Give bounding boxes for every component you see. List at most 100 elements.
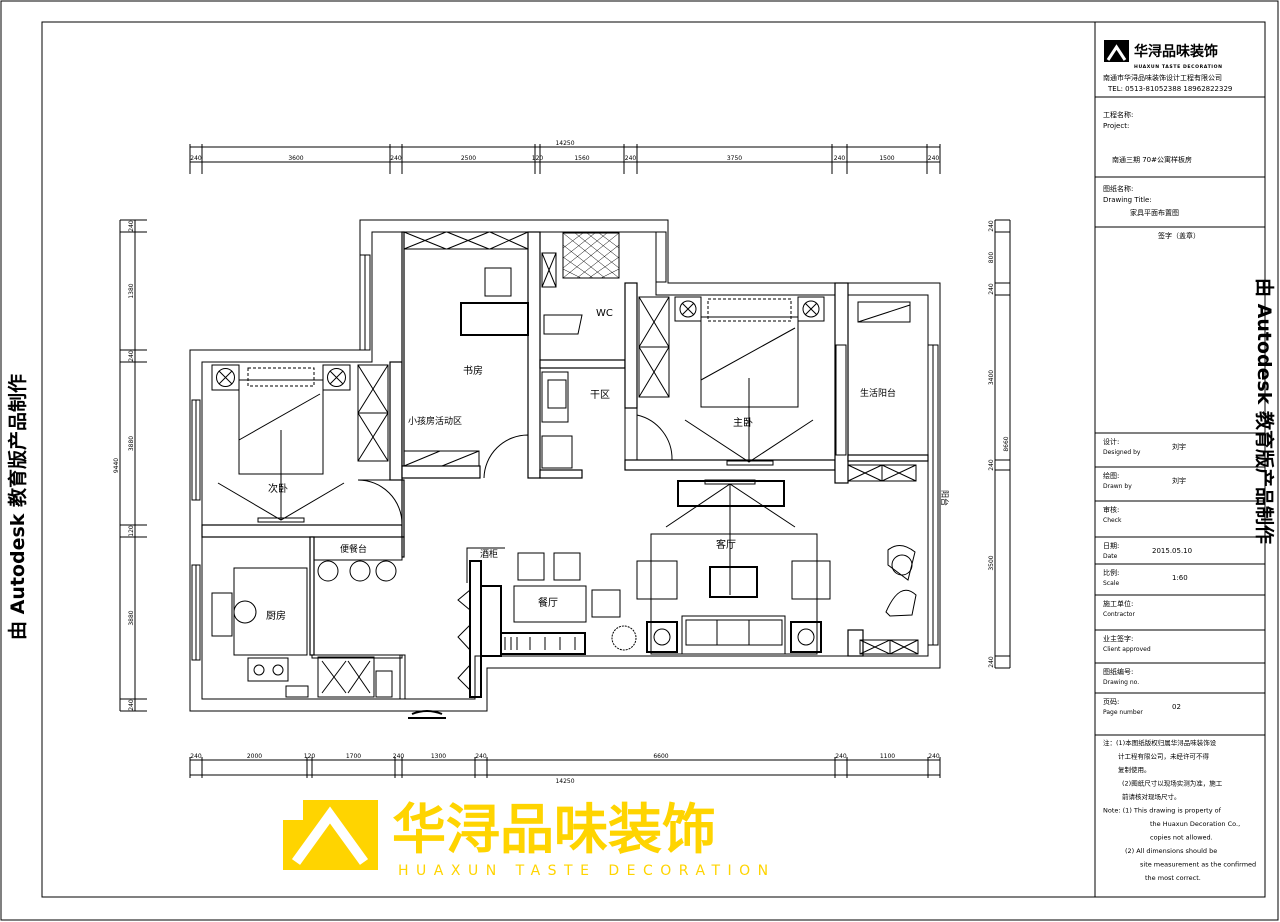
note-line: the Huaxun Decoration Co.,	[1150, 820, 1240, 828]
note-line: copies not allowed.	[1150, 834, 1213, 842]
label-wc: WC	[596, 308, 613, 319]
dimension-label: 1300	[431, 753, 446, 760]
round-side-table	[891, 554, 913, 576]
side-table-lamp	[646, 621, 678, 653]
label-dry-area: 干区	[590, 389, 610, 401]
dimension-label: 240	[190, 155, 202, 162]
dining-table	[513, 585, 587, 623]
interior-wall-outline	[201, 231, 929, 700]
row-label-cn: 施工单位:	[1103, 599, 1133, 608]
partition-walls	[201, 231, 929, 700]
label-study: 书房	[463, 364, 483, 377]
dining-chair	[553, 552, 581, 581]
label-utility-balcony: 生活阳台	[860, 387, 896, 399]
row-value: 刘宇	[1172, 476, 1186, 485]
dimension-label: 240	[128, 220, 135, 232]
row-label-cn: 设计:	[1103, 437, 1119, 446]
row-label-cn: 页码:	[1103, 698, 1119, 706]
room-labels: 书房 小孩房活动区 WC 干区 次卧 主卧 生活阳台 阳台 客厅 餐厅 厨房 便…	[266, 308, 950, 622]
label-bar-counter: 便餐台	[340, 543, 367, 555]
dimension-label: 240	[988, 656, 995, 668]
dimension-label: 240	[928, 753, 940, 760]
row-label-en: Date	[1103, 553, 1118, 560]
dimension-label: 3600	[288, 155, 303, 162]
title-block-logo: 华浔品味装饰 HUAXUN TASTE DECORATION	[1104, 40, 1223, 70]
dimension-total-label: 8660	[1003, 436, 1010, 451]
dimension-label: 240	[393, 753, 405, 760]
sink-icon	[211, 592, 233, 637]
washing-machine	[541, 435, 573, 469]
kitchen-furniture	[211, 536, 403, 698]
dimension-label: 3880	[128, 610, 135, 625]
dimension-label: 3500	[988, 555, 995, 570]
title-block-logo-en: HUAXUN TASTE DECORATION	[1134, 64, 1223, 70]
lounge-chair	[885, 589, 917, 617]
note-line: site measurement as the confirmed	[1140, 861, 1256, 869]
title-block-row: 施工单位: Contractor	[1103, 599, 1135, 618]
title-block-logo-cn: 华浔品味装饰	[1134, 43, 1218, 60]
watermark-left: 由 Autodesk 教育版产品制作	[6, 374, 29, 640]
bookshelf	[403, 231, 529, 250]
sofa	[681, 615, 786, 655]
project-label-cn: 工程名称:	[1103, 110, 1133, 119]
dining-chair	[591, 589, 621, 618]
dimension-label: 240	[928, 155, 940, 162]
dimension-label: 240	[988, 283, 995, 295]
drawing-border	[41, 21, 1266, 898]
door-second-bedroom	[357, 479, 403, 525]
dimension-label: 240	[128, 699, 135, 711]
dimension-label: 120	[304, 753, 316, 760]
label-balcony: 阳台	[940, 490, 950, 506]
dimension-label: 240	[988, 459, 995, 471]
bench-cabinet	[500, 632, 586, 655]
armchair	[791, 560, 831, 600]
title-block-row: 绘图: Drawn by 刘宇	[1103, 471, 1186, 490]
row-value: 02	[1172, 703, 1181, 711]
note-line: Note: (1) This drawing is property of	[1103, 807, 1222, 815]
toilet-icon	[543, 314, 583, 335]
nightstand-lamp-icon	[674, 296, 702, 322]
door-master-bedroom	[636, 414, 673, 461]
row-label-en: Client approved	[1103, 646, 1151, 653]
dimension-label: 3400	[988, 370, 995, 385]
label-living-room: 客厅	[716, 538, 736, 551]
logo-text-cn: 华浔品味装饰	[392, 798, 716, 861]
study-desk	[460, 302, 529, 336]
row-label-cn: 图纸编号:	[1103, 667, 1133, 676]
note-line: 注：(1)本图纸版权归属华浔品味装饰设	[1103, 738, 1217, 747]
row-label-en: Drawn by	[1103, 483, 1132, 490]
dimension-label: 240	[190, 753, 202, 760]
drawing-title-label-cn: 图纸名称:	[1103, 184, 1133, 193]
washbasin-icon	[541, 371, 569, 423]
dimension-label: 120	[532, 155, 544, 162]
row-label-en: Contractor	[1103, 611, 1135, 618]
nightstand-lamp-icon	[797, 296, 825, 322]
row-label-cn: 审核:	[1103, 505, 1119, 514]
door-study	[483, 434, 529, 479]
dimension-total-label: 9440	[113, 458, 120, 473]
row-label-cn: 绘图:	[1103, 471, 1119, 480]
note-line: (2)图纸尺寸以现场实测为准，施工	[1122, 779, 1223, 788]
bar-stool	[317, 560, 339, 582]
label-master-bedroom: 主卧	[733, 416, 753, 429]
dimension-label: 120	[128, 525, 135, 537]
stove-icon	[247, 657, 289, 682]
label-wine-cabinet: 酒柜	[480, 548, 498, 560]
label-kids-area: 小孩房活动区	[408, 415, 462, 427]
dimension-label: 1500	[879, 155, 894, 162]
signature-label: 签字（盖章）	[1158, 231, 1200, 240]
entrance-marker	[408, 710, 446, 719]
study-chair	[484, 267, 512, 297]
title-block: 华浔品味装饰 HUAXUN TASTE DECORATION 南通市华浔品味装饰…	[1094, 22, 1265, 897]
dimension-total-label: 14250	[555, 140, 574, 147]
plant-icon	[611, 625, 637, 651]
drawing-title-label-en: Drawing Title:	[1103, 196, 1152, 204]
row-label-en: Check	[1103, 517, 1122, 524]
row-label-en: Designed by	[1103, 449, 1141, 456]
row-label-en: Drawing no.	[1103, 679, 1139, 686]
bar-stool	[349, 560, 371, 582]
